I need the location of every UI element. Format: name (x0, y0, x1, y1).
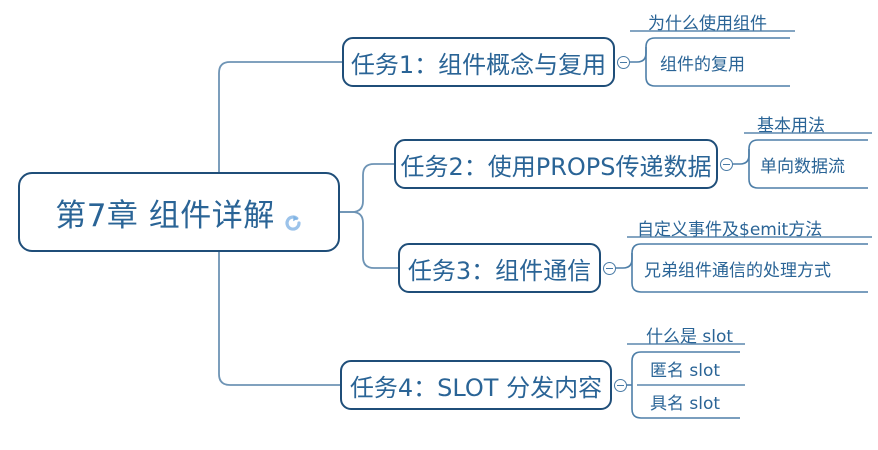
branch-node-task2-label: 任务2：使用PROPS传递数据 (400, 152, 712, 181)
leaf-task4-child1[interactable]: 匿名 slot (650, 361, 721, 381)
collapse-toggle-task4[interactable] (614, 379, 627, 392)
child-bracket-task2-body (748, 139, 868, 150)
collapse-toggle-task3[interactable] (603, 262, 616, 275)
leaf-task3-child0[interactable]: 自定义事件及$emit方法 (637, 220, 823, 240)
refresh-loop-icon (283, 205, 303, 231)
branch-node-task1-label: 任务1：组件概念与复用 (350, 50, 607, 79)
leaf-task3-child1[interactable]: 兄弟组件通信的处理方式 (644, 261, 831, 281)
root-node[interactable]: 第7章 组件详解 (18, 172, 340, 252)
child-bracket-task3-body (631, 243, 868, 254)
leaf-task4-child0[interactable]: 什么是 slot (646, 327, 734, 347)
branch-node-task2[interactable]: 任务2：使用PROPS传递数据 (394, 139, 718, 189)
collapse-toggle-task2[interactable] (720, 158, 733, 171)
leaf-task1-child1[interactable]: 组件的复用 (660, 55, 745, 75)
leaf-task2-child1[interactable]: 单向数据流 (760, 157, 845, 177)
connector-root-task3 (340, 211, 398, 269)
leaf-task1-child0[interactable]: 为什么使用组件 (648, 14, 767, 34)
branch-node-task3[interactable]: 任务3：组件通信 (398, 243, 601, 293)
root-node-label: 第7章 组件详解 (55, 197, 275, 234)
leaf-task4-child2[interactable]: 具名 slot (650, 394, 721, 414)
connector-root-task4 (218, 252, 340, 386)
child-bracket-task1-body (645, 37, 790, 48)
branch-node-task3-label: 任务3：组件通信 (407, 256, 592, 285)
connector-root-task2 (340, 163, 394, 213)
branch-node-task4[interactable]: 任务4：SLOT 分发内容 (340, 360, 612, 410)
collapse-toggle-task1[interactable] (617, 56, 630, 69)
leaf-task2-child0[interactable]: 基本用法 (757, 116, 825, 136)
branch-node-task1[interactable]: 任务1：组件概念与复用 (342, 37, 615, 87)
branch-node-task4-label: 任务4：SLOT 分发内容 (349, 373, 603, 402)
